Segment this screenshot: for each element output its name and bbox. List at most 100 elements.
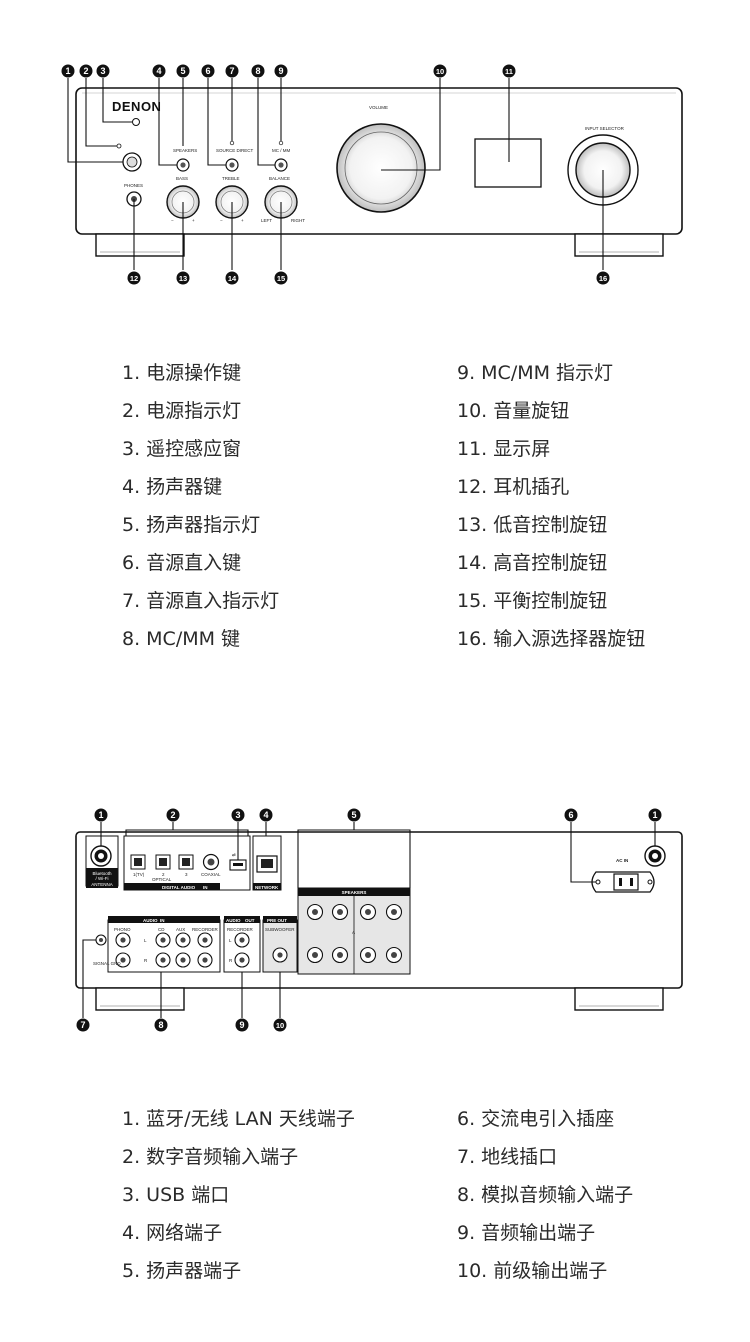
legend-item: 14. 高音控制旋钮: [457, 552, 608, 574]
svg-text:RECORDER: RECORDER: [227, 927, 254, 932]
volume-label: VOLUME: [369, 105, 388, 110]
svg-text:R: R: [144, 958, 148, 963]
front-left-foot: [95, 233, 185, 257]
svg-text:AC IN: AC IN: [616, 858, 628, 863]
remote-sensor: [132, 118, 140, 126]
legend-item: 1. 蓝牙/无线 LAN 天线端子: [122, 1108, 355, 1130]
signal-ground-terminal: [95, 934, 107, 946]
svg-text:5: 5: [351, 810, 356, 820]
svg-text:1: 1: [98, 810, 103, 820]
svg-text:OPTICAL: OPTICAL: [152, 877, 172, 882]
svg-text:4: 4: [263, 810, 268, 820]
optical-input-2: [155, 854, 171, 870]
svg-text:14: 14: [228, 274, 237, 283]
svg-text:5: 5: [180, 66, 185, 76]
legend-item: 7. 地线插口: [457, 1146, 558, 1168]
legend-item: 6. 交流电引入插座: [457, 1108, 615, 1130]
svg-text:1(TV): 1(TV): [133, 872, 145, 877]
callout-13: 13: [176, 271, 190, 285]
svg-text:4: 4: [156, 66, 161, 76]
svg-text:COAXIAL: COAXIAL: [201, 872, 221, 877]
phones-label: PHONES: [124, 183, 143, 188]
callout-3: 3: [96, 64, 110, 78]
svg-text:7: 7: [229, 66, 234, 76]
rear-callout-3: 3: [231, 808, 245, 822]
svg-text:RIGHT: RIGHT: [291, 218, 305, 223]
svg-text:13: 13: [179, 274, 187, 283]
source-direct-indicator: [229, 140, 235, 146]
svg-text:SPEAKERS: SPEAKERS: [342, 890, 367, 895]
callout-16: 16: [596, 271, 610, 285]
display-window: [474, 138, 542, 188]
svg-text:Bluetooth: Bluetooth: [92, 871, 112, 876]
svg-text:+: +: [192, 218, 195, 223]
rear-panel-diagram: Bluetooth / Wi-Fi ANTENNA DIGITAL AUDIO …: [75, 808, 683, 1032]
rear-callout-7: 7: [76, 1018, 90, 1032]
svg-text:AUDIO: AUDIO: [143, 918, 158, 923]
svg-text:2: 2: [162, 872, 165, 877]
callout-15: 15: [274, 271, 288, 285]
svg-text:6: 6: [205, 66, 210, 76]
svg-text:+: +: [241, 218, 244, 223]
brand-logo: DENON: [112, 99, 161, 114]
legend-item: 8. MC/MM 键: [122, 628, 241, 650]
speaker-post-row-1: [306, 903, 403, 921]
svg-text:PHONO: PHONO: [114, 927, 131, 932]
svg-text:SUBWOOFER: SUBWOOFER: [265, 927, 295, 932]
svg-text:NETWORK: NETWORK: [255, 885, 279, 890]
callout-5: 5: [176, 64, 190, 78]
bass-label: BASS: [176, 176, 188, 181]
treble-label: TREBLE: [222, 176, 240, 181]
svg-text:1: 1: [652, 810, 657, 820]
svg-text:SIGNAL GND: SIGNAL GND: [93, 961, 121, 966]
legend-item: 3. USB 端口: [122, 1184, 230, 1206]
legend-item: 3. 遥控感应窗: [122, 438, 242, 460]
speakers-label: SPEAKERS: [173, 148, 197, 153]
legend-item: 16. 输入源选择器旋钮: [457, 628, 646, 650]
svg-text:AUX: AUX: [176, 927, 185, 932]
svg-text:L: L: [229, 938, 232, 943]
volume-knob: [336, 123, 426, 213]
mc-mm-indicator: [278, 140, 284, 146]
rear-right-foot: [574, 987, 664, 1011]
svg-text:AUDIO: AUDIO: [226, 918, 241, 923]
rca-jacks-recorder-out: [234, 932, 250, 968]
legend-item: 5. 扬声器指示灯: [122, 514, 261, 536]
mc-mm-label: MC / MM: [272, 148, 290, 153]
svg-text:9: 9: [278, 66, 283, 76]
rear-callout-10: 10: [273, 1018, 287, 1032]
callout-11: 11: [502, 64, 516, 78]
svg-text:/ Wi-Fi: / Wi-Fi: [96, 876, 109, 881]
svg-text:PRE OUT: PRE OUT: [267, 918, 287, 923]
rear-left-foot: [95, 987, 185, 1011]
legend-item: 6. 音源直入键: [122, 552, 242, 574]
callout-6: 6: [201, 64, 215, 78]
pre-out-panel: [262, 919, 298, 973]
svg-text:−: −: [171, 218, 174, 223]
rear-legend-right: 6. 交流电引入插座 7. 地线插口 8. 模拟音频输入端子 9. 音频输出端子…: [457, 1100, 633, 1290]
callout-9: 9: [274, 64, 288, 78]
power-indicator: [116, 143, 122, 149]
svg-text:R: R: [229, 958, 233, 963]
callout-8: 8: [251, 64, 265, 78]
legend-item: 4. 扬声器键: [122, 476, 223, 498]
svg-text:IN: IN: [203, 885, 208, 890]
optical-input-1: [130, 854, 146, 870]
svg-text:3: 3: [100, 66, 105, 76]
legend-item: 13. 低音控制旋钮: [457, 514, 608, 536]
callout-12: 12: [127, 271, 141, 285]
rear-callout-8: 8: [154, 1018, 168, 1032]
balance-label: BALANCE: [269, 176, 290, 181]
rear-callout-2: 2: [166, 808, 180, 822]
svg-text:−: −: [220, 218, 223, 223]
svg-text:LEFT: LEFT: [261, 218, 272, 223]
front-legend-left: 1. 电源操作键 2. 电源指示灯 3. 遥控感应窗 4. 扬声器键 5. 扬声…: [122, 354, 279, 658]
legend-item: 10. 音量旋钮: [457, 400, 570, 422]
source-direct-label: SOURCE DIRECT: [216, 148, 254, 153]
svg-text:12: 12: [130, 274, 138, 283]
svg-text:OUT: OUT: [245, 918, 255, 923]
legend-item: 5. 扬声器端子: [122, 1260, 242, 1282]
svg-text:IN: IN: [160, 918, 165, 923]
svg-text:8: 8: [255, 66, 260, 76]
legend-item: 1. 电源操作键: [122, 362, 242, 384]
